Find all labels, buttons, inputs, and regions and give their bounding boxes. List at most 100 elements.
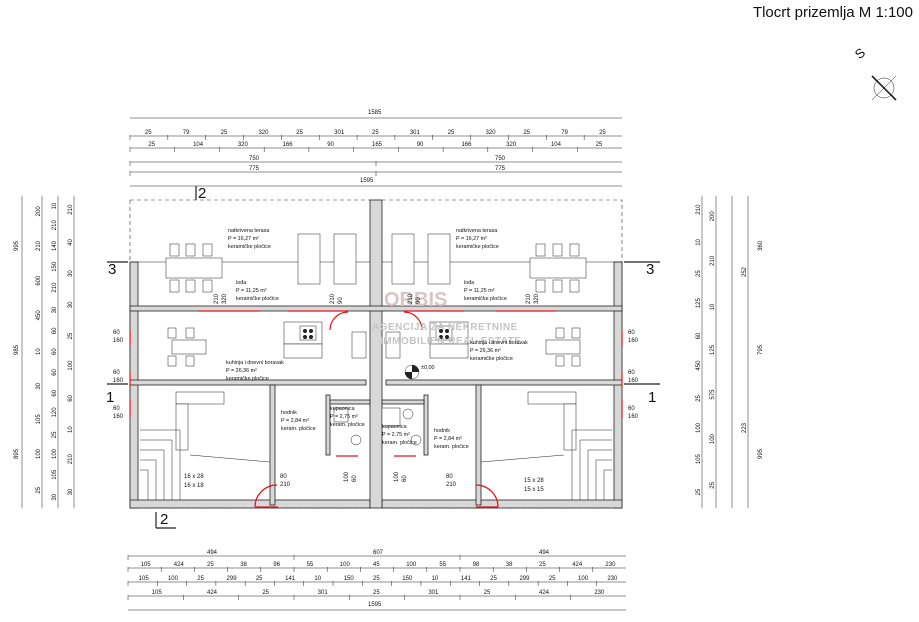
dimension-value: 55	[439, 562, 446, 568]
dimension-value: 100	[578, 576, 589, 582]
dimension-value: 96	[273, 562, 280, 568]
opening-label: 160	[113, 378, 124, 384]
opening-label: 160	[628, 378, 639, 384]
room-label-area: P = 11,25 m²	[236, 288, 267, 294]
room-label-floor: keramičke pločice	[464, 296, 507, 302]
dimension-value: 100	[696, 422, 702, 433]
dimension-value: 150	[52, 261, 58, 272]
opening-label: 100	[344, 471, 350, 482]
room-label-name: natkrivena terasa	[456, 228, 497, 234]
stairs-right-b: 15 x 15	[524, 487, 544, 493]
dimension-value: 25	[549, 576, 556, 582]
dimension-value: 105	[696, 454, 702, 465]
room-label-name: kupaonica	[330, 406, 355, 412]
dimension-value: 10	[432, 576, 439, 582]
section-marker-2-top: 2	[198, 185, 206, 202]
dimension-value: 210	[696, 204, 702, 215]
opening-label: 60	[113, 370, 120, 376]
dimension-value: 60	[52, 327, 58, 334]
opening-label: 320	[222, 293, 228, 304]
room-label-area: P = 2,84 m²	[434, 436, 462, 442]
opening-label: 210	[526, 293, 532, 304]
dimension-value: 252	[742, 266, 748, 277]
dimension-value: 79	[561, 130, 568, 136]
opening-label: 80	[446, 474, 453, 480]
dimension-value: 210	[52, 282, 58, 293]
room-label-name: hodnik	[434, 428, 450, 434]
opening-label: 60	[628, 370, 635, 376]
dimension-value: 200	[36, 206, 42, 217]
room-label-area: P = 11,25 m²	[464, 288, 495, 294]
dimension-value: 450	[36, 310, 42, 321]
dimension-value: 25	[373, 590, 380, 596]
dimension-value: 25	[448, 130, 455, 136]
north-arrow-icon: S	[852, 45, 897, 101]
dimension-value: 60	[52, 348, 58, 355]
dimension-value: 120	[52, 407, 58, 418]
dimension-value: 210	[68, 454, 74, 465]
room-label-area: P = 26,36 m²	[226, 368, 257, 374]
dimension-value: 750	[495, 156, 506, 162]
dimension-value: 100	[340, 562, 351, 568]
dimension-value: 230	[605, 562, 616, 568]
watermark-line1: AGENCIJA ZA NEKRETNINE	[372, 322, 518, 333]
building-walls	[129, 199, 623, 509]
room-label-floor: keram. pločice	[382, 440, 417, 446]
dimension-value: 165	[372, 142, 383, 148]
room-label-floor: keramičke pločice	[226, 376, 269, 382]
dimension-value: 25	[373, 576, 380, 582]
dimension-value: 30	[36, 382, 42, 389]
stairs: 16 x 28 16 x 18 15 x 28 15 x 15	[140, 429, 612, 500]
opening-label: 60	[628, 330, 635, 336]
room-label-name: kupaonica	[382, 424, 407, 430]
dimension-value: 105	[36, 414, 42, 425]
dimension-value: 105	[152, 590, 163, 596]
dimension-value: 320	[506, 142, 517, 148]
opening-label: 80	[280, 474, 287, 480]
dimension-value: 30	[68, 301, 74, 308]
dimension-value: 25	[490, 576, 497, 582]
dimension-value: 98	[473, 562, 480, 568]
dimension-value: 424	[539, 590, 550, 596]
stairs-right-a: 15 x 28	[524, 478, 544, 484]
opening-label: 60	[628, 406, 635, 412]
dimension-value: 79	[183, 130, 190, 136]
dimension-value: 166	[461, 142, 472, 148]
dimension-value: 494	[207, 550, 218, 556]
room-label-floor: keram. pločice	[434, 444, 469, 450]
room-label-name: kuhinja i dnevni boravak	[226, 360, 284, 366]
dimension-value: 25	[52, 431, 58, 438]
opening-label: 100	[394, 471, 400, 482]
dimension-value: 320	[238, 142, 249, 148]
opening-labels: 60 160 60 160 60 160 60 160 60 160 60 16…	[113, 293, 639, 488]
dimension-value: 299	[519, 576, 530, 582]
dimension-value: 10	[68, 426, 74, 433]
dimension-value: 100	[36, 448, 42, 459]
room-label-area: P = 2,84 m²	[281, 418, 309, 424]
room-labels-right: natkrivena terasa P = 16,27 m² keramičke…	[382, 228, 528, 450]
dimension-value: 25	[68, 332, 74, 339]
dimension-value: 10	[314, 576, 321, 582]
dimension-value: 230	[594, 590, 605, 596]
room-label-floor: keramičke pločice	[456, 244, 499, 250]
dimension-value: 90	[417, 142, 424, 148]
opening-label: 160	[628, 414, 639, 420]
section-marker-1-left: 1	[106, 389, 114, 406]
dimension-value: 424	[207, 590, 218, 596]
dimension-value: 607	[373, 550, 384, 556]
dimension-value: 210	[68, 204, 74, 215]
room-label-area: P = 16,27 m²	[228, 236, 259, 242]
stairs-left-b: 16 x 18	[184, 483, 204, 489]
openings	[129, 310, 623, 508]
opening-label: 210	[330, 293, 336, 304]
dim-top-row5: 1595	[360, 178, 374, 184]
